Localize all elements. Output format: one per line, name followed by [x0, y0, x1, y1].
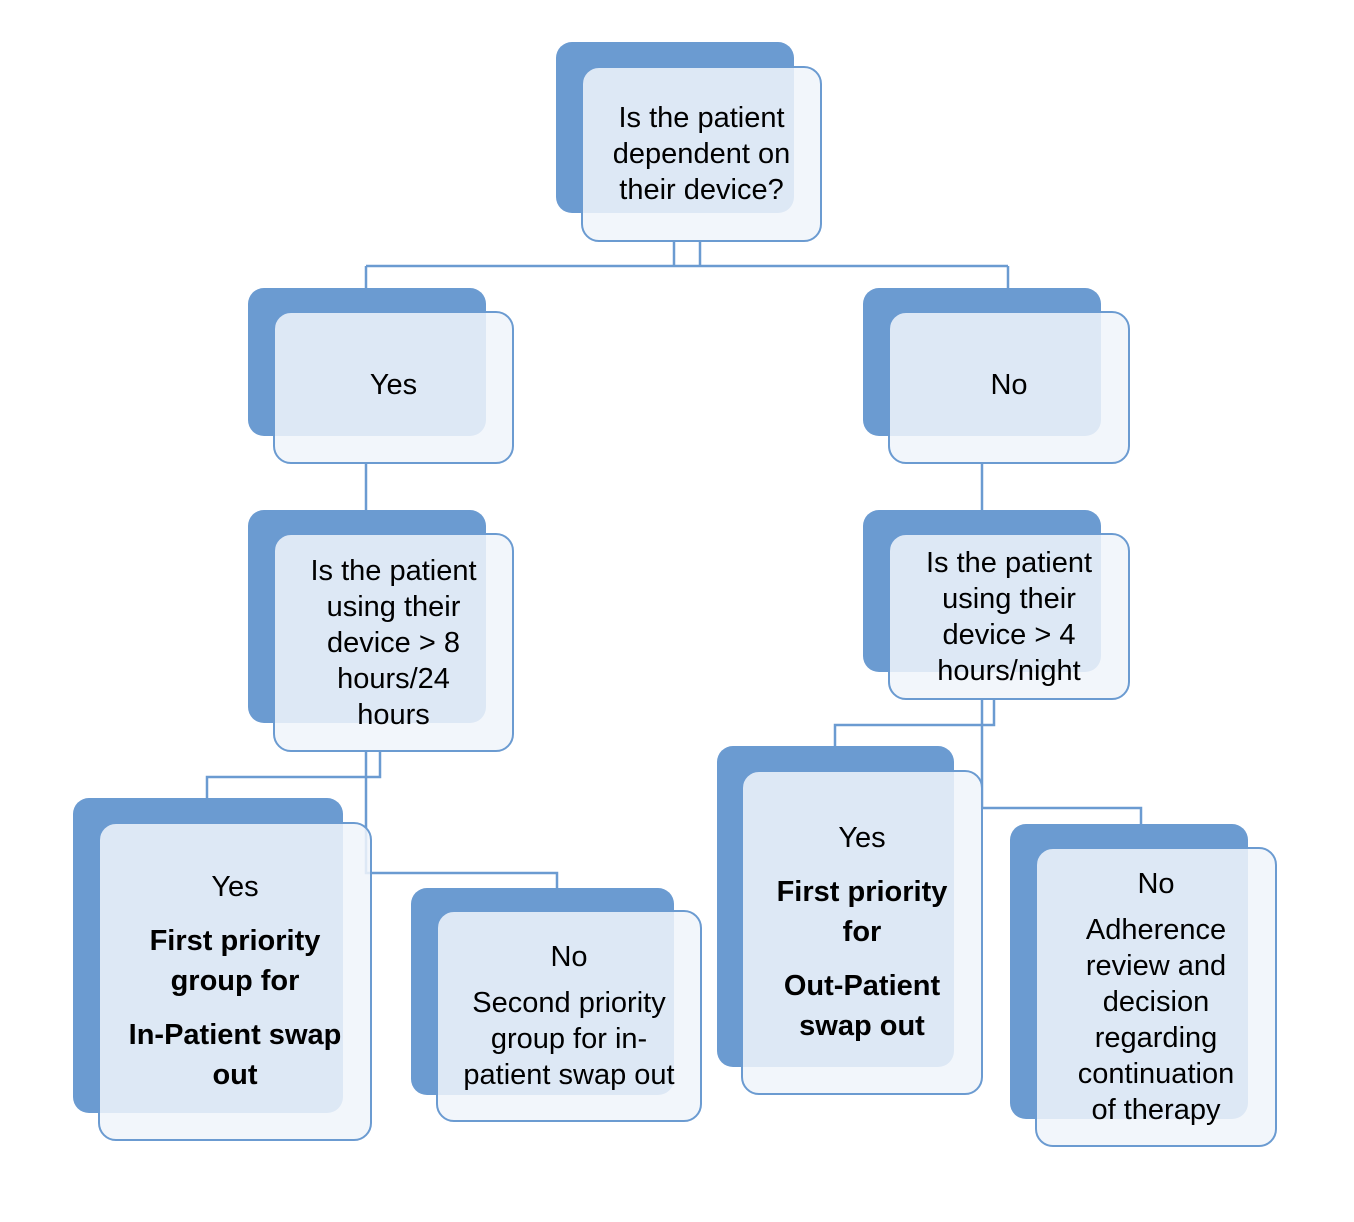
inpatient-no-label: No [550, 941, 588, 973]
usage-question-inpatient-text: Is the patient using their device > 8 ho… [310, 554, 477, 731]
no-branch-node: No [863, 288, 1130, 464]
outpatient-no-label: No [1137, 868, 1175, 900]
root-question-node: Is the patient dependent on their device… [556, 42, 822, 242]
no-branch-label: No [990, 368, 1028, 401]
inpatient-second-priority-node: No Second priority group for in-patient … [411, 888, 702, 1122]
inpatient-first-priority-text: First priority group for [149, 924, 321, 997]
outpatient-swap-out-text: Out-Patient swap out [783, 969, 941, 1042]
connector-root-to-branches [364, 240, 1010, 288]
connector-question-right-to-outcomes [833, 700, 1143, 824]
root-question-text: Is the patient dependent on their device… [612, 102, 791, 206]
usage-question-inpatient-node: Is the patient using their device > 8 ho… [248, 510, 514, 752]
inpatient-second-priority-text: Second priority group for in-patient swa… [463, 987, 675, 1091]
adherence-review-node: No Adherence review and decision regardi… [1010, 824, 1277, 1147]
outpatient-first-priority-node: Yes First priority for Out-Patient swap … [717, 746, 983, 1095]
inpatient-first-priority-node: Yes First priority group for In-Patient … [73, 798, 372, 1141]
outpatient-first-priority-text: First priority for [776, 875, 948, 948]
adherence-review-text: Adherence review and decision regarding … [1077, 914, 1235, 1126]
outpatient-yes-label: Yes [838, 821, 886, 854]
inpatient-yes-label: Yes [211, 870, 259, 903]
yes-branch-label: Yes [369, 368, 418, 401]
usage-question-outpatient-node: Is the patient using their device > 4 ho… [863, 510, 1130, 700]
yes-branch-node: Yes [248, 288, 514, 464]
connector-question-left-to-outcomes [205, 752, 559, 888]
usage-question-outpatient-text: Is the patient using their device > 4 ho… [925, 546, 1093, 687]
inpatient-swap-out-text: In-Patient swap out [128, 1018, 342, 1091]
